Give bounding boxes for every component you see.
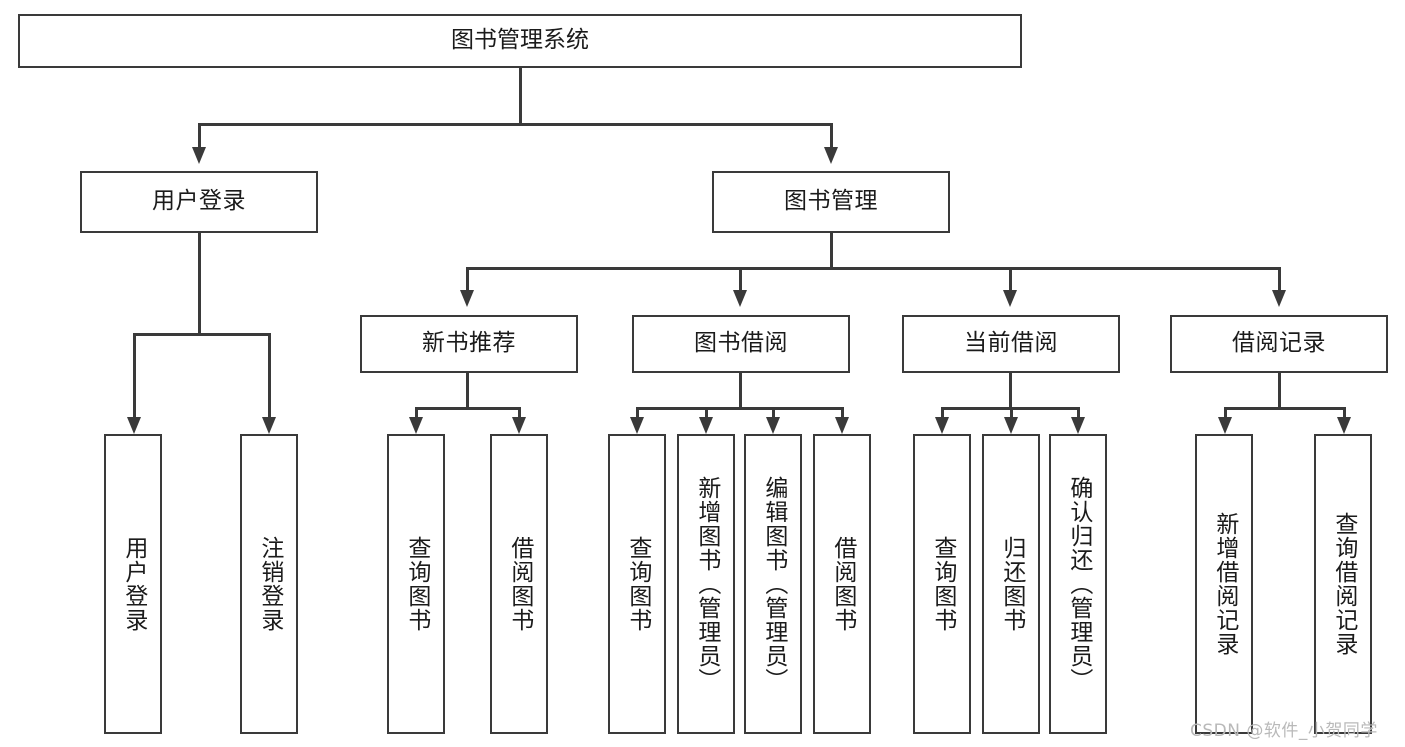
connector-book-borrow-to-borrow (841, 407, 844, 418)
leaf-record-query[interactable]: 查询借阅记录 (1314, 434, 1372, 734)
connector-root-bus (198, 123, 832, 126)
leaf-borrow-borrow-book[interactable]: 借阅图书 (813, 434, 871, 734)
connector-borrow-record-to-add (1224, 407, 1227, 418)
leaf-new-book-borrow[interactable]: 借阅图书 (490, 434, 548, 734)
arrow-book-borrow-to-borrow (835, 417, 849, 434)
node-label: 新增借阅记录 (1211, 512, 1238, 656)
connector-new-book-to-query (415, 407, 418, 418)
connector-new-book-bus (415, 407, 520, 410)
node-label: 归还图书 (998, 536, 1025, 632)
node-label: 当前借阅 (964, 330, 1058, 357)
node-book-manage[interactable]: 图书管理 (712, 171, 950, 233)
node-label: 新增图书（管理员） (693, 476, 720, 692)
connector-user-login-to-login (133, 333, 136, 418)
node-new-book-recommend[interactable]: 新书推荐 (360, 315, 578, 373)
leaf-user-login[interactable]: 用户登录 (104, 434, 162, 734)
arrow-book-borrow-to-edit (766, 417, 780, 434)
node-label: 新书推荐 (422, 330, 516, 357)
connector-new-book-to-borrow (518, 407, 521, 418)
connector-borrow-record-stem (1278, 373, 1281, 409)
arrow-current-borrow-to-confirm (1071, 417, 1085, 434)
leaf-current-confirm-return[interactable]: 确认归还（管理员） (1049, 434, 1107, 734)
node-label: 借阅图书 (506, 536, 533, 632)
node-label: 用户登录 (120, 536, 147, 632)
connector-current-borrow-to-query (941, 407, 944, 418)
leaf-user-logout[interactable]: 注销登录 (240, 434, 298, 734)
connector-book-manage-bus (466, 267, 1280, 270)
arrow-user-login-to-login (127, 417, 141, 434)
node-label: 查询图书 (403, 536, 430, 632)
leaf-record-add[interactable]: 新增借阅记录 (1195, 434, 1253, 734)
node-label: 确认归还（管理员） (1065, 476, 1092, 692)
leaf-borrow-query[interactable]: 查询图书 (608, 434, 666, 734)
node-current-borrow[interactable]: 当前借阅 (902, 315, 1120, 373)
connector-current-borrow-stem (1009, 373, 1012, 409)
node-label: 借阅图书 (829, 536, 856, 632)
connector-book-manage-to-current (1009, 267, 1012, 291)
connector-book-borrow-to-edit (772, 407, 775, 418)
arrow-new-book-to-query (409, 417, 423, 434)
node-label: 查询借阅记录 (1330, 512, 1357, 656)
connector-current-borrow-to-return (1010, 407, 1013, 418)
arrow-book-manage-to-record (1272, 290, 1286, 307)
arrow-current-borrow-to-return (1004, 417, 1018, 434)
leaf-current-return[interactable]: 归还图书 (982, 434, 1040, 734)
node-label: 编辑图书（管理员） (760, 476, 787, 692)
connector-new-book-stem (466, 373, 469, 409)
arrow-book-manage-to-new-book (460, 290, 474, 307)
connector-user-login-to-logout (268, 333, 271, 418)
connector-book-borrow-to-add (705, 407, 708, 418)
leaf-new-book-query[interactable]: 查询图书 (387, 434, 445, 734)
node-borrow-record[interactable]: 借阅记录 (1170, 315, 1388, 373)
connector-current-borrow-to-confirm (1077, 407, 1080, 418)
connector-book-manage-to-record (1278, 267, 1281, 291)
node-label: 图书借阅 (694, 330, 788, 357)
arrow-book-borrow-to-query (630, 417, 644, 434)
connector-book-borrow-stem (739, 373, 742, 409)
node-label: 图书管理系统 (451, 27, 589, 54)
connector-book-manage-to-new-book (466, 267, 469, 291)
connector-book-borrow-to-query (636, 407, 639, 418)
arrow-book-borrow-to-add (699, 417, 713, 434)
arrow-new-book-to-borrow (512, 417, 526, 434)
connector-user-login-stem (198, 233, 201, 334)
arrow-root-to-book-manage (824, 147, 838, 164)
connector-book-manage-to-borrow (739, 267, 742, 291)
node-book-borrow[interactable]: 图书借阅 (632, 315, 850, 373)
arrow-borrow-record-to-query (1337, 417, 1351, 434)
connector-book-manage-stem (830, 233, 833, 268)
leaf-borrow-edit-book[interactable]: 编辑图书（管理员） (744, 434, 802, 734)
node-user-login[interactable]: 用户登录 (80, 171, 318, 233)
arrow-book-manage-to-current (1003, 290, 1017, 307)
node-label: 查询图书 (929, 536, 956, 632)
node-root-system[interactable]: 图书管理系统 (18, 14, 1022, 68)
leaf-current-query[interactable]: 查询图书 (913, 434, 971, 734)
connector-root-stem (519, 68, 522, 124)
leaf-borrow-add-book[interactable]: 新增图书（管理员） (677, 434, 735, 734)
node-label: 图书管理 (784, 188, 878, 215)
connector-root-to-book-manage (830, 123, 833, 148)
connector-user-login-bus (133, 333, 270, 336)
arrow-current-borrow-to-query (935, 417, 949, 434)
arrow-book-manage-to-borrow (733, 290, 747, 307)
watermark-text: CSDN @软件_小贺同学 (1190, 721, 1378, 741)
connector-root-to-user-login (198, 123, 201, 148)
connector-borrow-record-bus (1224, 407, 1345, 410)
node-label: 查询图书 (624, 536, 651, 632)
arrow-user-login-to-logout (262, 417, 276, 434)
node-label: 用户登录 (152, 188, 246, 215)
connector-borrow-record-to-query (1343, 407, 1346, 418)
node-label: 借阅记录 (1232, 330, 1326, 357)
node-label: 注销登录 (256, 536, 283, 632)
connector-book-borrow-bus (636, 407, 843, 410)
arrow-borrow-record-to-add (1218, 417, 1232, 434)
arrow-root-to-user-login (192, 147, 206, 164)
